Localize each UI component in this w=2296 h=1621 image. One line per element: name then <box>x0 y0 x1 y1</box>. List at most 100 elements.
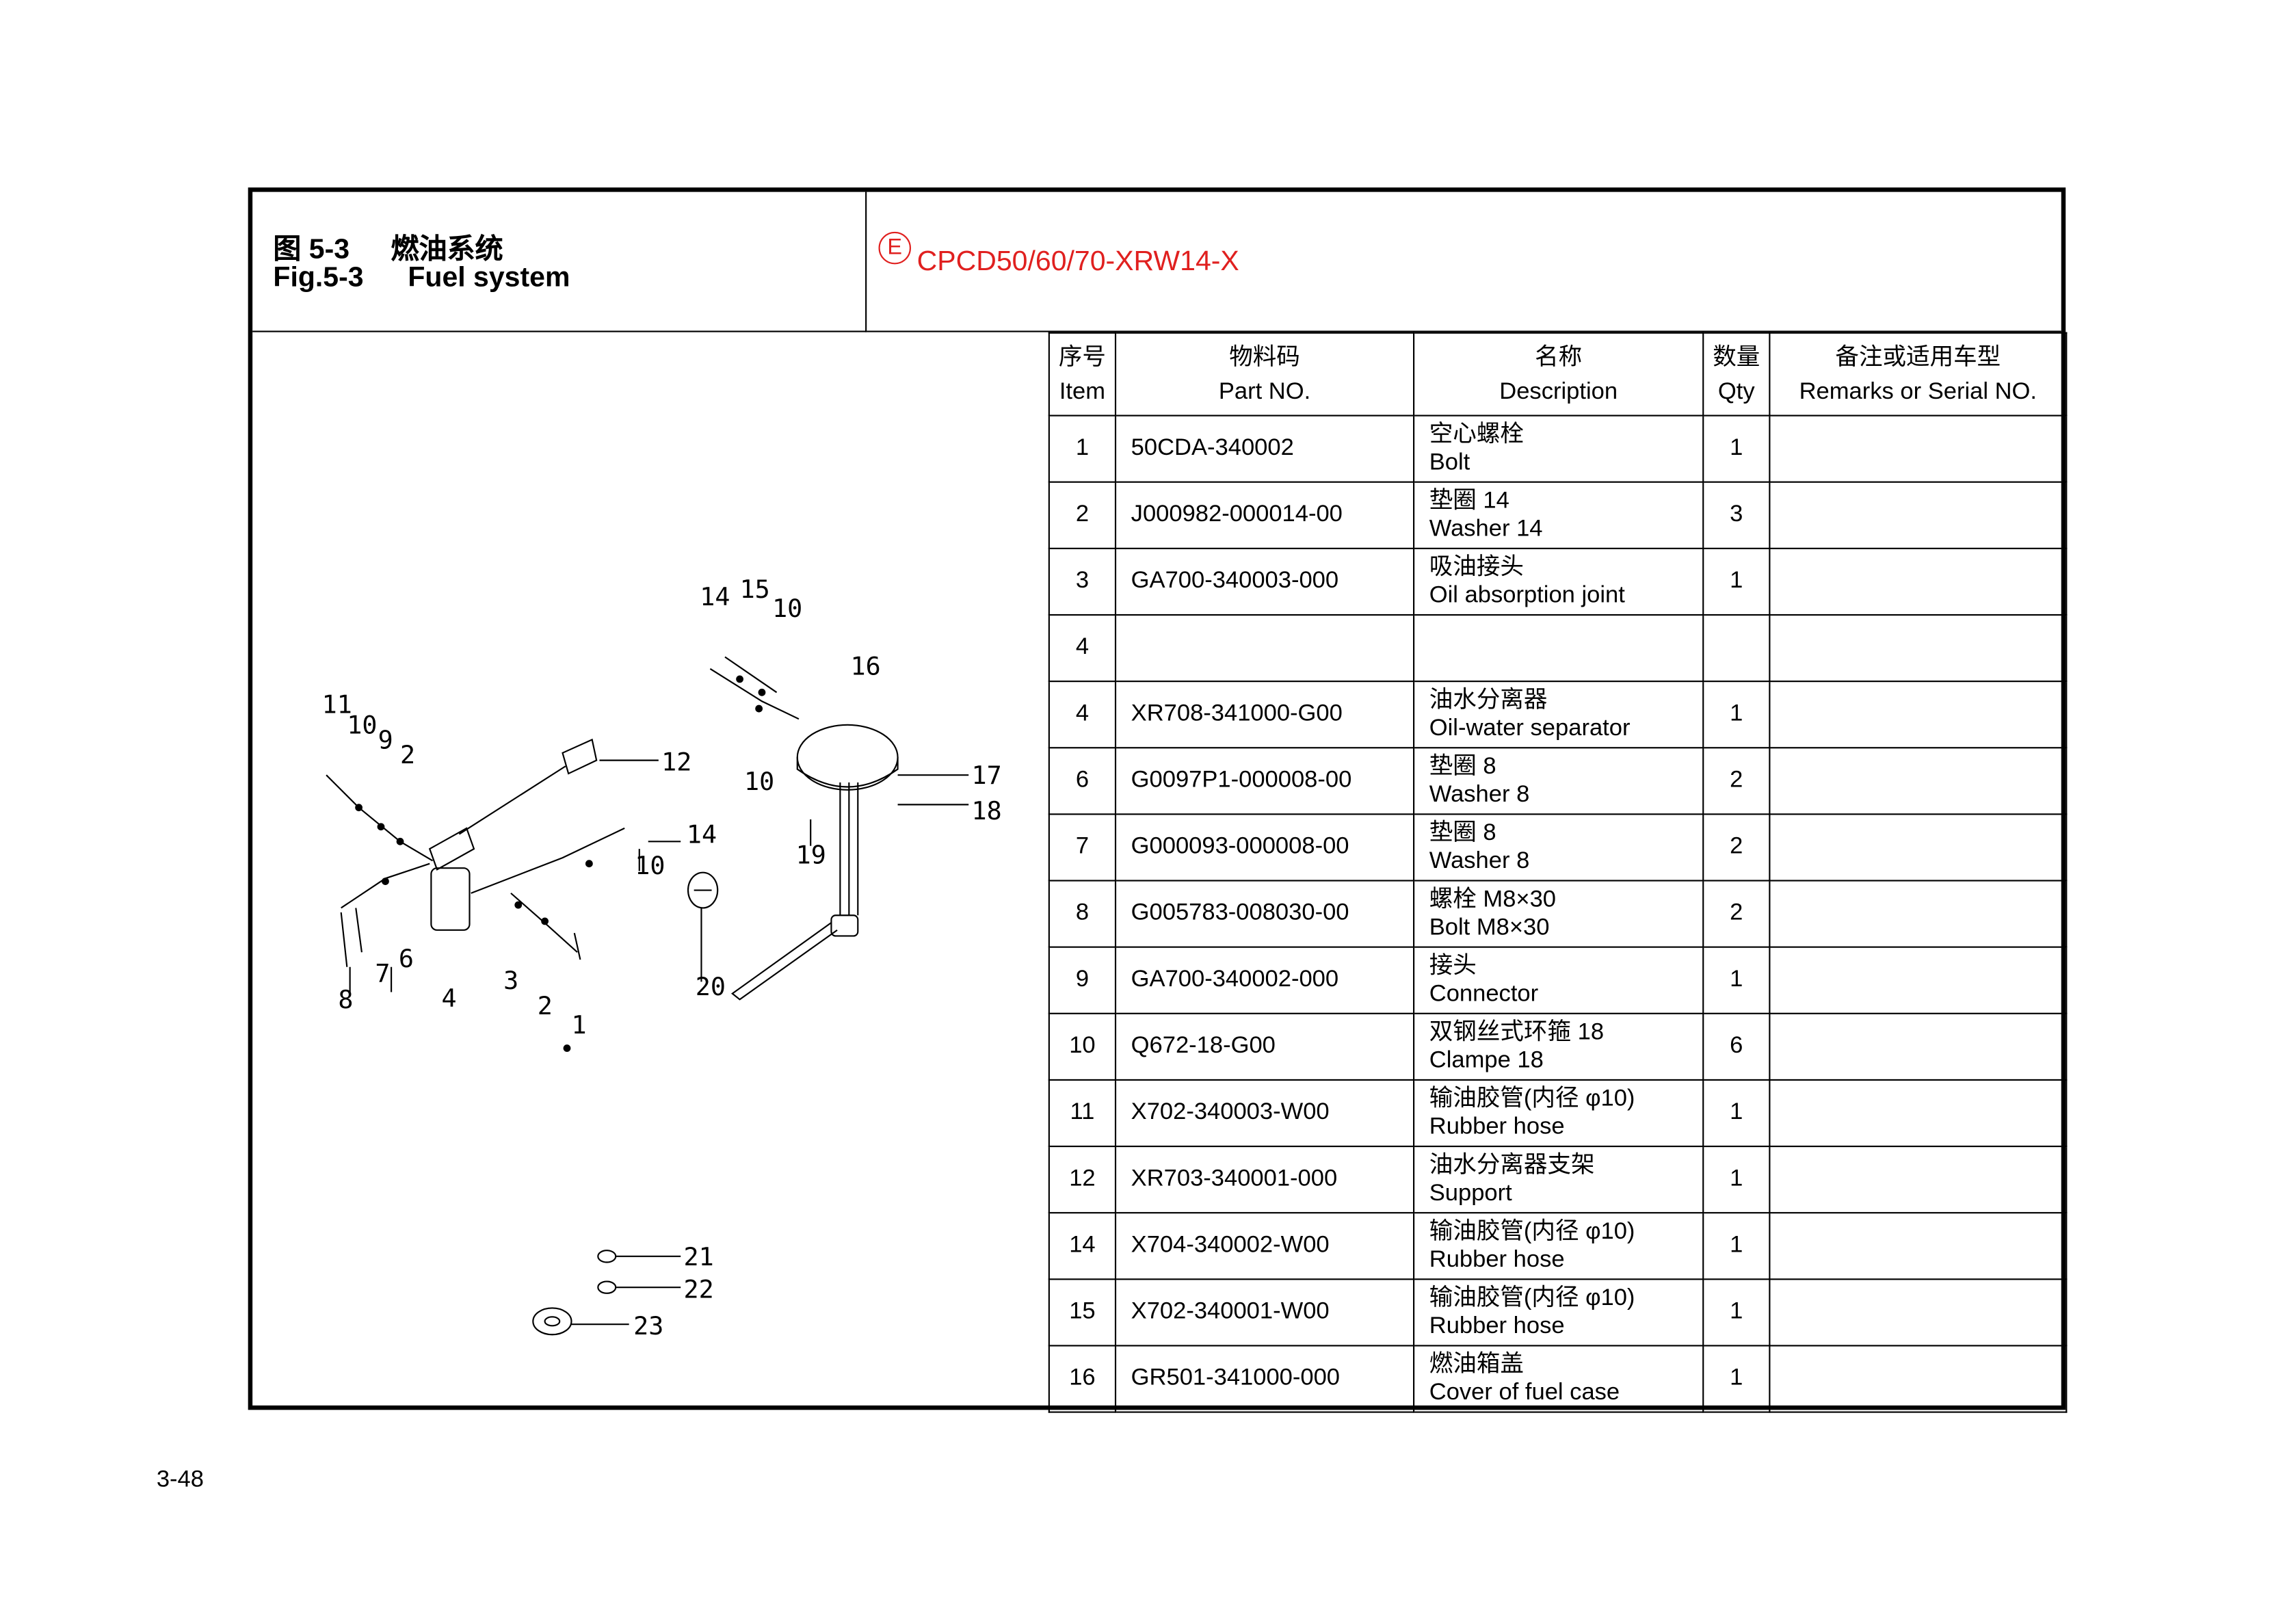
remarks-cell <box>1769 481 2068 549</box>
callout-label: 10 <box>347 711 377 740</box>
remarks-cell <box>1769 1278 2068 1347</box>
description-en: Oil-water separator <box>1429 715 1631 741</box>
qty-cell: 1 <box>1702 1278 1771 1347</box>
callout-label: 14 <box>687 819 717 849</box>
description-cn: 燃油箱盖 <box>1429 1352 1524 1378</box>
description-cell: 垫圈 8 Washer 8 <box>1413 813 1704 882</box>
callout-label: 10 <box>744 767 774 796</box>
part-number-cell: GA700-340002-000 <box>1114 946 1415 1014</box>
part-number-cell: GA700-340003-000 <box>1114 547 1415 616</box>
description-en: Washer 8 <box>1429 782 1530 808</box>
callout-label: 23 <box>633 1311 663 1341</box>
qty-cell: 1 <box>1702 681 1771 749</box>
separator-bracket-shape <box>428 827 475 871</box>
description-cn: 垫圈 8 <box>1429 821 1496 846</box>
description-cell: 输油胶管(内径 φ10)Rubber hose <box>1413 1278 1704 1347</box>
qty-cell: 2 <box>1702 813 1771 882</box>
description-cn: 输油胶管(内径 φ10) <box>1429 1086 1635 1112</box>
qty-cell: 1 <box>1702 547 1771 616</box>
item-cell: 14 <box>1048 1212 1117 1280</box>
remarks-cell <box>1769 1145 2068 1214</box>
description-cell: 输油胶管(内径 φ10)Rubber hose <box>1413 1079 1704 1148</box>
figure-number-cn: 图 5-3 <box>273 235 350 266</box>
callout-label: 2 <box>400 740 415 769</box>
remarks-cell <box>1769 880 2068 948</box>
qty-cell: 1 <box>1702 1079 1771 1148</box>
page-number: 3-48 <box>156 1467 204 1493</box>
item-cell: 4 <box>1048 614 1117 683</box>
item-cell: 6 <box>1048 747 1117 815</box>
description-en: Clampe 18 <box>1429 1048 1544 1074</box>
part-number-cell: XR708-341000-G00 <box>1114 681 1415 749</box>
remarks-cell <box>1769 813 2068 882</box>
part-number-cell: X702-340003-W00 <box>1114 1079 1415 1148</box>
item-cell: 4 <box>1048 681 1117 749</box>
callout-label: 17 <box>972 761 1002 790</box>
figure-number-en: Fig.5-3 <box>273 263 364 294</box>
callout-label: 10 <box>635 851 665 880</box>
item-cell: 9 <box>1048 946 1117 1014</box>
callout-label: 19 <box>796 841 826 870</box>
model-header: E CPCD50/60/70-XRW14-X <box>867 192 2061 332</box>
description-en: Cover of fuel case <box>1429 1380 1620 1406</box>
description-cn: 螺栓 M8×30 <box>1429 887 1557 912</box>
remarks-cell <box>1769 547 2068 616</box>
item-cell: 8 <box>1048 880 1117 948</box>
item-cell: 1 <box>1048 414 1117 483</box>
item-cell: 3 <box>1048 547 1117 616</box>
description-cn: 油水分离器支架 <box>1429 1152 1595 1178</box>
support-bracket-shape <box>562 738 598 775</box>
item-cell: 11 <box>1048 1079 1117 1148</box>
callout-label: 1 <box>571 1010 586 1040</box>
circled-e-mark-icon: E <box>878 231 912 265</box>
qty-cell: 2 <box>1702 747 1771 815</box>
description-en: Washer 8 <box>1429 849 1530 874</box>
part-number-cell: GR501-341000-000 <box>1114 1345 1415 1413</box>
part-number-cell: J000982-000014-00 <box>1114 481 1415 549</box>
remarks-cell <box>1769 614 2068 683</box>
description-en: Support <box>1429 1181 1512 1207</box>
description-en: Rubber hose <box>1429 1114 1565 1140</box>
remarks-cell <box>1769 414 2068 483</box>
model-number: CPCD50/60/70-XRW14-X <box>916 246 1239 278</box>
qty-cell: 1 <box>1702 1145 1771 1214</box>
callout-label: 7 <box>375 958 390 988</box>
part-number-cell: X702-340001-W00 <box>1114 1278 1415 1347</box>
figure-name-en: Fuel system <box>408 263 570 294</box>
description-cell: 输油胶管(内径 φ10)Rubber hose <box>1413 1212 1704 1280</box>
qty-cell: 6 <box>1702 1012 1771 1081</box>
part-number-cell: X704-340002-W00 <box>1114 1212 1415 1280</box>
description-en: Bolt <box>1429 450 1470 476</box>
callout-label: 18 <box>972 796 1002 826</box>
remarks-cell <box>1769 1212 2068 1280</box>
description-cn: 接头 <box>1429 953 1477 979</box>
callout-label: 6 <box>399 944 414 973</box>
part-number-cell <box>1114 614 1415 683</box>
part-number-cell: G005783-008030-00 <box>1114 880 1415 948</box>
remarks-cell <box>1769 946 2068 1014</box>
figure-title-en: Fig.5-3 Fuel system <box>273 263 570 295</box>
